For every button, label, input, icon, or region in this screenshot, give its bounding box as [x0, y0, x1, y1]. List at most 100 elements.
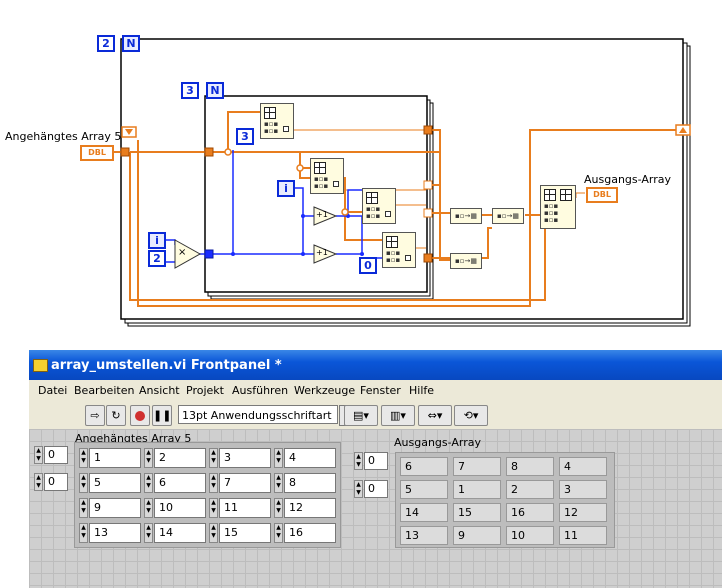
- element-spinner-icon[interactable]: ▲▼: [79, 498, 88, 518]
- output-array-element: 15: [453, 503, 501, 522]
- output-array-element: 4: [559, 457, 607, 476]
- element-spinner-icon[interactable]: ▲▼: [79, 473, 88, 493]
- array-grid-icon: [264, 107, 276, 119]
- element-spinner-icon[interactable]: ▲▼: [79, 523, 88, 543]
- input-col-index-value[interactable]: 0: [44, 473, 68, 491]
- output-array-element: 10: [506, 526, 554, 545]
- reorder-icon[interactable]: ⟲▾: [454, 405, 488, 426]
- input-array-element-value[interactable]: 11: [219, 498, 271, 518]
- output-array-element: 14: [400, 503, 448, 522]
- element-spinner-icon[interactable]: ▲▼: [274, 523, 283, 543]
- array-subset-node-1[interactable]: ▪▫▪▪▫▪: [260, 103, 294, 139]
- inner-for-loop[interactable]: [204, 95, 434, 300]
- align-objects-icon[interactable]: ▤▾: [344, 405, 378, 426]
- input-col-index[interactable]: ▲▼ 0: [34, 473, 70, 491]
- array-wires[interactable]: [112, 111, 676, 307]
- input-array-element-value[interactable]: 2: [154, 448, 206, 468]
- front-panel-window: array_umstellen.vi Frontpanel * Datei Be…: [29, 350, 722, 588]
- increment-node-2[interactable]: [313, 244, 338, 264]
- pause-icon[interactable]: ❚❚: [152, 405, 172, 426]
- resize-objects-icon[interactable]: ⇔▾: [418, 405, 452, 426]
- index-spinner-icon[interactable]: ▲▼: [354, 480, 363, 498]
- input-terminal[interactable]: DBL: [80, 145, 114, 161]
- outer-iteration-terminal[interactable]: i: [148, 232, 166, 249]
- concat-node-3[interactable]: ▪▫→▦: [492, 208, 524, 224]
- output-array-element: 6: [400, 457, 448, 476]
- concat-node-1[interactable]: ▪▫→▦: [450, 208, 482, 224]
- input-terminal-label: Angehängtes Array 5: [5, 130, 122, 143]
- menu-ansicht[interactable]: Ansicht: [139, 384, 180, 397]
- window-titlebar[interactable]: array_umstellen.vi Frontpanel *: [29, 350, 722, 380]
- constant-2[interactable]: 2: [148, 250, 166, 267]
- run-continuously-icon[interactable]: ↻: [106, 405, 126, 426]
- front-panel-canvas: Angehängtes Array 5 ▲▼ 0 ▲▼ 0 ▲▼1▲▼2▲▼3▲…: [29, 429, 722, 588]
- element-spinner-icon[interactable]: ▲▼: [209, 473, 218, 493]
- element-spinner-icon[interactable]: ▲▼: [144, 473, 153, 493]
- inner-iteration-terminal[interactable]: i: [277, 180, 295, 197]
- element-spinner-icon[interactable]: ▲▼: [274, 448, 283, 468]
- increment-node-1[interactable]: [313, 206, 338, 226]
- output-array-element: 9: [453, 526, 501, 545]
- index-spinner-icon[interactable]: ▲▼: [34, 473, 43, 491]
- output-terminal-label: Ausgangs-Array: [584, 173, 671, 186]
- menu-werkzeuge[interactable]: Werkzeuge: [294, 384, 356, 397]
- index-spinner-icon[interactable]: ▲▼: [354, 452, 363, 470]
- increment-label-2: +1: [316, 248, 328, 257]
- multiply-node[interactable]: [174, 239, 202, 269]
- input-array-element-value[interactable]: 9: [89, 498, 141, 518]
- font-selector[interactable]: 13pt Anwendungsschriftart: [178, 405, 338, 424]
- array-subset-node-2[interactable]: ▪▫▪▪▫▪: [310, 158, 344, 194]
- inner-count-constant[interactable]: 3: [181, 82, 199, 99]
- input-array-element-value[interactable]: 10: [154, 498, 206, 518]
- output-array-element: 1: [453, 480, 501, 499]
- outer-count-terminal[interactable]: N: [122, 35, 140, 52]
- output-col-index[interactable]: ▲▼ 0: [354, 480, 390, 498]
- element-spinner-icon[interactable]: ▲▼: [144, 523, 153, 543]
- element-spinner-icon[interactable]: ▲▼: [209, 523, 218, 543]
- run-arrow-icon[interactable]: ⇨: [85, 405, 105, 426]
- constant-0[interactable]: 0: [359, 257, 377, 274]
- element-spinner-icon[interactable]: ▲▼: [274, 498, 283, 518]
- abort-icon[interactable]: [130, 405, 150, 426]
- output-row-index[interactable]: ▲▼ 0: [354, 452, 390, 470]
- input-row-index[interactable]: ▲▼ 0: [34, 446, 70, 464]
- menu-datei[interactable]: Datei: [38, 384, 68, 397]
- input-array-element-value[interactable]: 7: [219, 473, 271, 493]
- element-spinner-icon[interactable]: ▲▼: [209, 498, 218, 518]
- input-row-index-value[interactable]: 0: [44, 446, 68, 464]
- output-row-index-value[interactable]: 0: [364, 452, 388, 470]
- output-terminal[interactable]: DBL: [586, 187, 618, 203]
- element-spinner-icon[interactable]: ▲▼: [274, 473, 283, 493]
- element-spinner-icon[interactable]: ▲▼: [209, 448, 218, 468]
- menu-projekt[interactable]: Projekt: [186, 384, 224, 397]
- menu-bearbeiten[interactable]: Bearbeiten: [74, 384, 135, 397]
- menu-fenster[interactable]: Fenster: [360, 384, 401, 397]
- inner-count-terminal[interactable]: N: [206, 82, 224, 99]
- array-subset-node-3[interactable]: ▪▫▪▪▫▪: [362, 188, 396, 224]
- input-array-element-value[interactable]: 8: [284, 473, 336, 493]
- input-array-element-value[interactable]: 15: [219, 523, 271, 543]
- input-array-element-value[interactable]: 6: [154, 473, 206, 493]
- input-array-element-value[interactable]: 3: [219, 448, 271, 468]
- array-subset-node-4[interactable]: ▪▫▪▪▫▪: [382, 232, 416, 268]
- element-spinner-icon[interactable]: ▲▼: [79, 448, 88, 468]
- menu-ausfuehren[interactable]: Ausführen: [232, 384, 289, 397]
- output-array-element: 11: [559, 526, 607, 545]
- output-col-index-value[interactable]: 0: [364, 480, 388, 498]
- input-array-element-value[interactable]: 13: [89, 523, 141, 543]
- build-array-node[interactable]: ▪▫▪▪▫▪▪▫▪: [540, 185, 576, 229]
- input-array-element-value[interactable]: 5: [89, 473, 141, 493]
- index-spinner-icon[interactable]: ▲▼: [34, 446, 43, 464]
- concat-node-2[interactable]: ▪▫→▦: [450, 253, 482, 269]
- input-array-element-value[interactable]: 14: [154, 523, 206, 543]
- element-spinner-icon[interactable]: ▲▼: [144, 498, 153, 518]
- outer-count-constant[interactable]: 2: [97, 35, 115, 52]
- distribute-objects-icon[interactable]: ▥▾: [381, 405, 415, 426]
- constant-3[interactable]: 3: [236, 128, 254, 145]
- input-array-element-value[interactable]: 1: [89, 448, 141, 468]
- input-array-element-value[interactable]: 16: [284, 523, 336, 543]
- menu-hilfe[interactable]: Hilfe: [409, 384, 435, 397]
- input-array-element-value[interactable]: 4: [284, 448, 336, 468]
- input-array-element-value[interactable]: 12: [284, 498, 336, 518]
- element-spinner-icon[interactable]: ▲▼: [144, 448, 153, 468]
